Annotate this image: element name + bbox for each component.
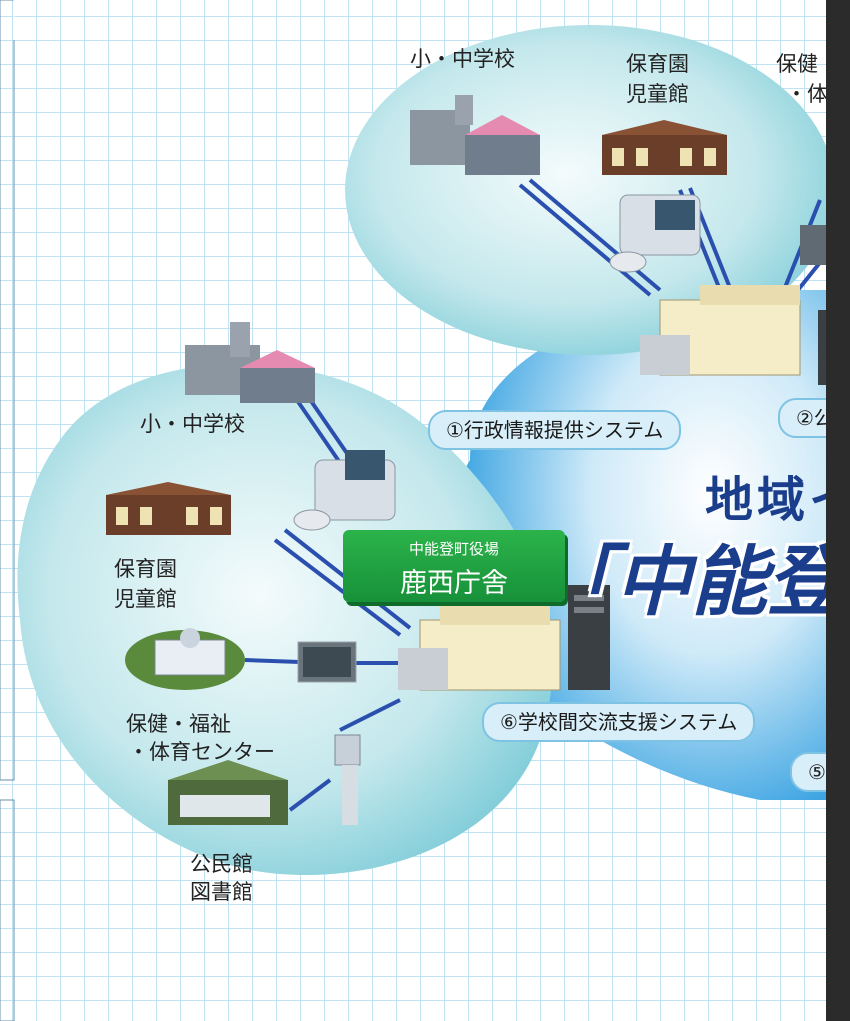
left-library-label-2: 図書館	[190, 880, 253, 904]
top-videophone-icon	[609, 194, 701, 273]
right-edge-bar	[826, 0, 850, 1021]
left-frame-upper	[0, 0, 15, 781]
top-school-label: 小・中学校	[410, 47, 515, 71]
left-monitor-icon	[297, 641, 357, 683]
left-videophone-icon	[293, 450, 396, 531]
left-office-building-icon	[398, 600, 561, 691]
left-nursery-label-1: 保育園	[114, 557, 177, 581]
top-monitor-icon	[800, 225, 826, 265]
left-health-label-1: 保健・福祉	[126, 712, 231, 736]
left-health-center-icon	[125, 628, 245, 690]
left-school-icon	[185, 322, 315, 403]
office-name-box: 中能登町役場 鹿西庁舎	[343, 530, 565, 602]
left-library-icon	[168, 760, 288, 825]
left-health-label-2: ・体育センター	[128, 740, 275, 764]
top-office-building-icon	[640, 285, 801, 376]
office-name-small: 中能登町役場	[408, 540, 499, 558]
system-6-pill: ⑥学校間交流支援システム	[482, 702, 756, 742]
top-server-icon	[818, 310, 826, 385]
left-server-icon	[568, 585, 610, 690]
left-school-label: 小・中学校	[140, 412, 245, 436]
left-frame-lower	[0, 799, 15, 1021]
top-nursery-label-1: 保育園	[626, 52, 689, 76]
office-name-big: 鹿西庁舎	[400, 568, 508, 599]
left-kiosk-icon	[334, 734, 361, 825]
top-school-icon	[410, 95, 540, 175]
title-line-1: 地域イ	[705, 472, 850, 528]
left-library-label-1: 公民館	[190, 852, 253, 876]
top-nursery-label-2: 児童館	[626, 82, 689, 106]
system-1-pill: ①行政情報提供システム	[428, 410, 682, 450]
title-line-2: ｢中能登町	[577, 537, 850, 626]
left-nursery-icon	[106, 482, 231, 535]
top-nursery-icon	[602, 120, 727, 175]
left-nursery-label-2: 児童館	[114, 587, 177, 611]
